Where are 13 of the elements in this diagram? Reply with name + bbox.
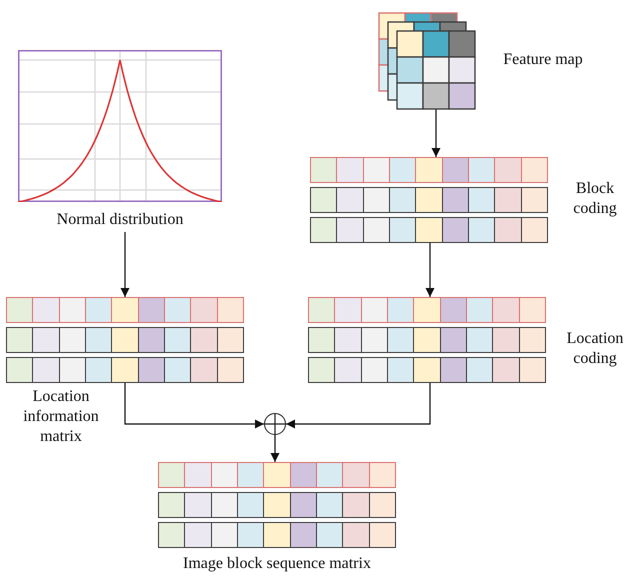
arrow	[124, 383, 264, 428]
arrow	[120, 232, 130, 297]
arrow	[286, 383, 431, 428]
arrow	[432, 108, 440, 157]
arrow	[270, 435, 280, 462]
node-label: Feature map	[502, 50, 584, 70]
arrow	[426, 243, 434, 297]
sum-operator-circle	[264, 413, 286, 435]
node-label: Image block sequence matrix	[182, 554, 372, 574]
node-label: Block coding	[572, 179, 618, 219]
node-label: Normal distribution	[56, 210, 184, 230]
node-label: Location coding	[566, 329, 624, 369]
node-label: Location information matrix	[22, 387, 100, 447]
